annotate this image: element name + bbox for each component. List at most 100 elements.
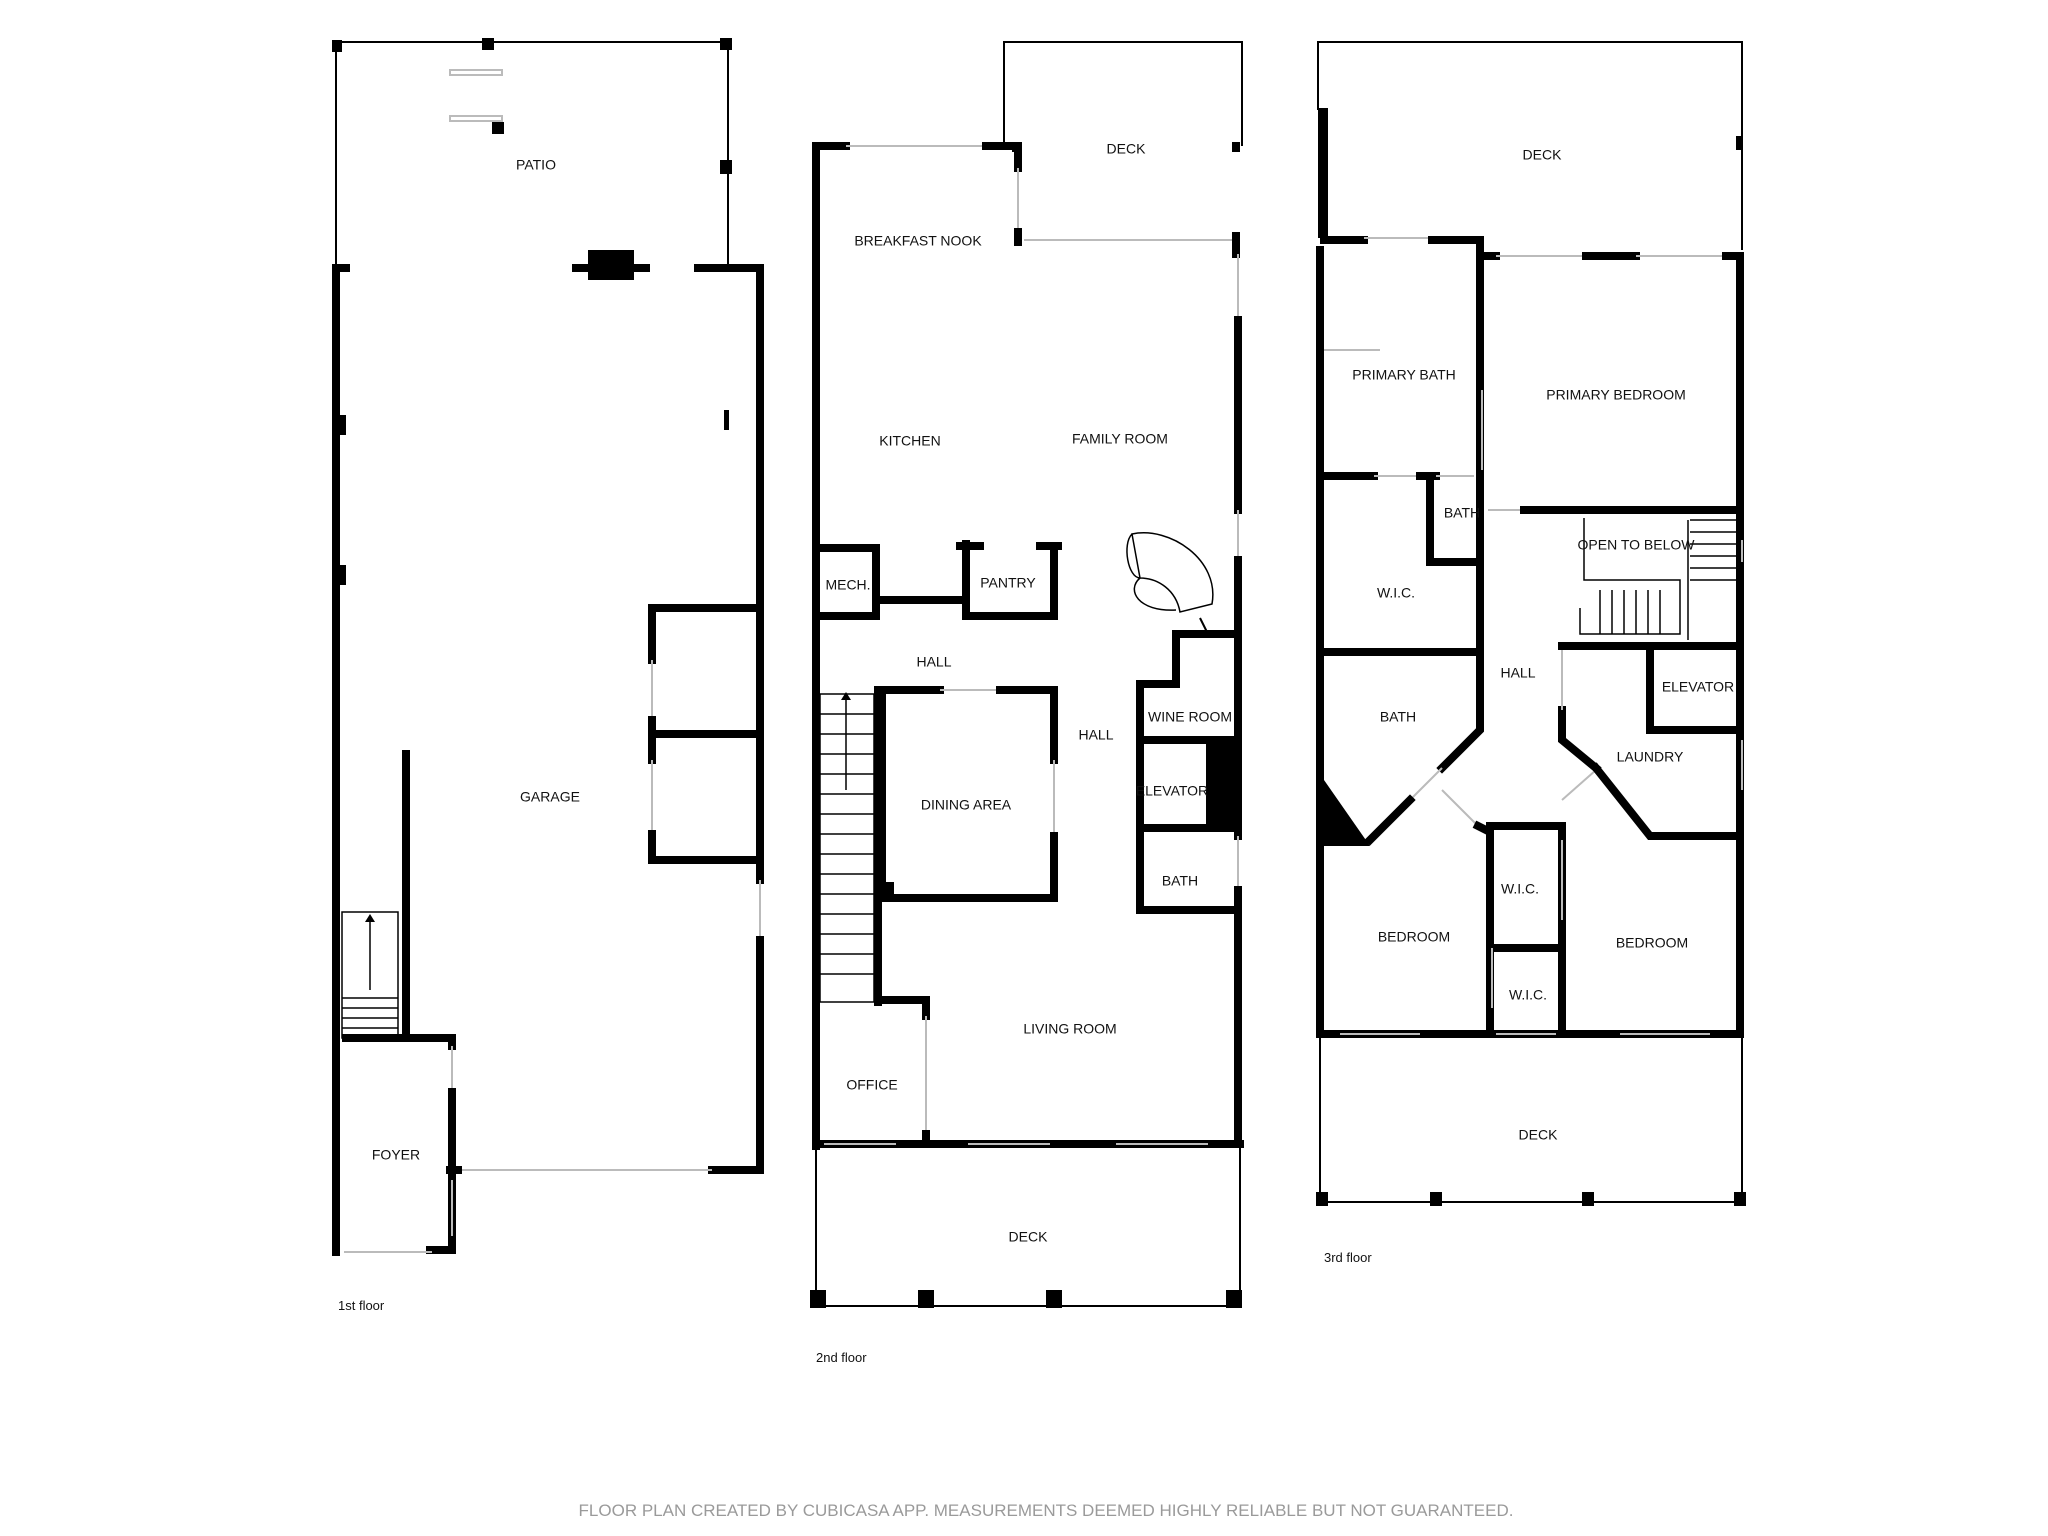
- room-label-wine-room: WINE ROOM: [1148, 709, 1232, 725]
- laundry-door: [1561, 769, 1597, 801]
- room-label-family-room: FAMILY ROOM: [1072, 431, 1168, 447]
- deck-post: [1582, 1192, 1594, 1206]
- bedroom-wall: [1472, 820, 1494, 1038]
- deck-post: [1734, 1192, 1746, 1206]
- deck-post: [1226, 1290, 1242, 1308]
- bath-tub: [1324, 780, 1370, 846]
- dining-post: [880, 882, 894, 896]
- floor-label-second: 2nd floor: [816, 1350, 867, 1365]
- third-outer-left-top: [1318, 108, 1328, 238]
- footer-disclaimer: FLOOR PLAN CREATED BY CUBICASA APP. MEAS…: [579, 1501, 1514, 1520]
- deck-post: [1430, 1192, 1442, 1206]
- foyer-wall: [426, 1088, 456, 1254]
- room-label-garage: GARAGE: [520, 789, 580, 805]
- pantry-walls: [962, 540, 1058, 620]
- patio-outline: [335, 41, 729, 264]
- third-outer-right: [1722, 252, 1744, 1038]
- room-label-deck-top: DECK: [1107, 141, 1147, 157]
- second-floor-plan: [810, 41, 1244, 1308]
- room-label-wic-left: W.I.C.: [1377, 585, 1415, 601]
- room-label-wic-bottom: W.I.C.: [1509, 987, 1547, 1003]
- room-label-wic-mid: W.I.C.: [1501, 881, 1539, 897]
- patio-post: [492, 122, 504, 134]
- room-label-open-to-below: OPEN TO BELOW: [1578, 537, 1696, 553]
- room-label-elevator: ELEVATOR: [1136, 783, 1208, 799]
- spiral-stair-lower: [1133, 577, 1177, 611]
- dining-wall: [878, 686, 1058, 902]
- stair-arrow: [365, 914, 375, 922]
- foyer-wall: [342, 1034, 456, 1050]
- bath-wall-diag: [1436, 648, 1484, 774]
- wic-bath-wall: [1320, 558, 1484, 656]
- stair-arrow: [841, 692, 851, 700]
- room-label-bath: BATH: [1162, 873, 1198, 889]
- bedroom-door: [1441, 789, 1479, 827]
- deck-bottom-outline: [815, 1144, 1241, 1307]
- garage-wall-left: [332, 264, 350, 1256]
- deck-post: [918, 1290, 934, 1308]
- room-label-foyer: FOYER: [372, 1147, 420, 1163]
- garage-wall-right: [694, 264, 764, 884]
- room-label-primary-bedroom: PRIMARY BEDROOM: [1546, 387, 1686, 403]
- patio-post: [720, 160, 732, 174]
- room-label-primary-bath: PRIMARY BATH: [1352, 367, 1455, 383]
- room-label-bath-small: BATH: [1444, 505, 1480, 521]
- wine-wall: [1136, 630, 1180, 744]
- room-label-bedroom-right: BEDROOM: [1616, 935, 1688, 951]
- floor-label-third: 3rd floor: [1324, 1250, 1372, 1265]
- deck-post: [1012, 142, 1022, 152]
- deck-post: [1046, 1290, 1062, 1308]
- floor-label-first: 1st floor: [338, 1298, 385, 1313]
- patio-post: [720, 38, 732, 50]
- deck-bottom-outline-third: [1319, 1034, 1743, 1203]
- garage-fixture: [724, 410, 729, 430]
- open-to-below-rail: [1579, 518, 1681, 635]
- closet-wall: [648, 830, 764, 864]
- office-wall: [874, 996, 930, 1020]
- room-label-hall: HALL: [1500, 665, 1535, 681]
- second-outer-left: [812, 142, 850, 1150]
- primary-bath-wall: [1428, 236, 1484, 478]
- patio-post: [332, 40, 342, 52]
- spiral-stair-rail: [1126, 533, 1141, 579]
- room-label-patio: PATIO: [516, 157, 556, 173]
- deck-post: [810, 1290, 826, 1308]
- room-label-living-room: LIVING ROOM: [1023, 1021, 1116, 1037]
- room-label-bath-left: BATH: [1380, 709, 1416, 725]
- mech-walls: [814, 544, 880, 620]
- room-label-deck-top-third: DECK: [1523, 147, 1563, 163]
- staircase-second: [819, 693, 875, 1003]
- elevator-walls: [1646, 642, 1744, 734]
- third-floor-plan: [1316, 41, 1746, 1206]
- stair-treads-second: [820, 700, 874, 975]
- room-label-deck-bottom: DECK: [1009, 1229, 1049, 1245]
- elevator-shaft: [1206, 742, 1238, 826]
- bath-wall-diag: [1364, 794, 1416, 846]
- room-label-hall-left: HALL: [916, 654, 951, 670]
- bath-door: [1409, 767, 1443, 801]
- deck-post: [1232, 142, 1240, 152]
- room-label-elevator-third: ELEVATOR: [1662, 679, 1734, 695]
- laundry-wall: [1558, 706, 1602, 774]
- room-label-bedroom-left: BEDROOM: [1378, 929, 1450, 945]
- wic-mid-walls: [1486, 822, 1566, 1038]
- spiral-stair: [1131, 532, 1214, 613]
- dining-wall: [996, 686, 1058, 764]
- closet-wall: [648, 604, 764, 664]
- deck-post: [1316, 1192, 1328, 1206]
- wall-jog: [338, 415, 346, 435]
- patio-post: [482, 38, 494, 50]
- patio-bench: [449, 115, 503, 122]
- stair-treads: [342, 920, 398, 1029]
- room-label-deck-bottom-third: DECK: [1519, 1127, 1559, 1143]
- room-label-laundry: LAUNDRY: [1617, 749, 1684, 765]
- room-label-hall-right: HALL: [1078, 727, 1113, 743]
- bath-small-walls: [1426, 472, 1484, 566]
- wall-jog: [338, 565, 346, 585]
- room-label-kitchen: KITCHEN: [879, 433, 940, 449]
- deck-top-outline: [1003, 41, 1243, 146]
- room-label-office: OFFICE: [846, 1077, 897, 1093]
- room-label-mech: MECH.: [825, 577, 870, 593]
- closet-wall: [648, 716, 764, 738]
